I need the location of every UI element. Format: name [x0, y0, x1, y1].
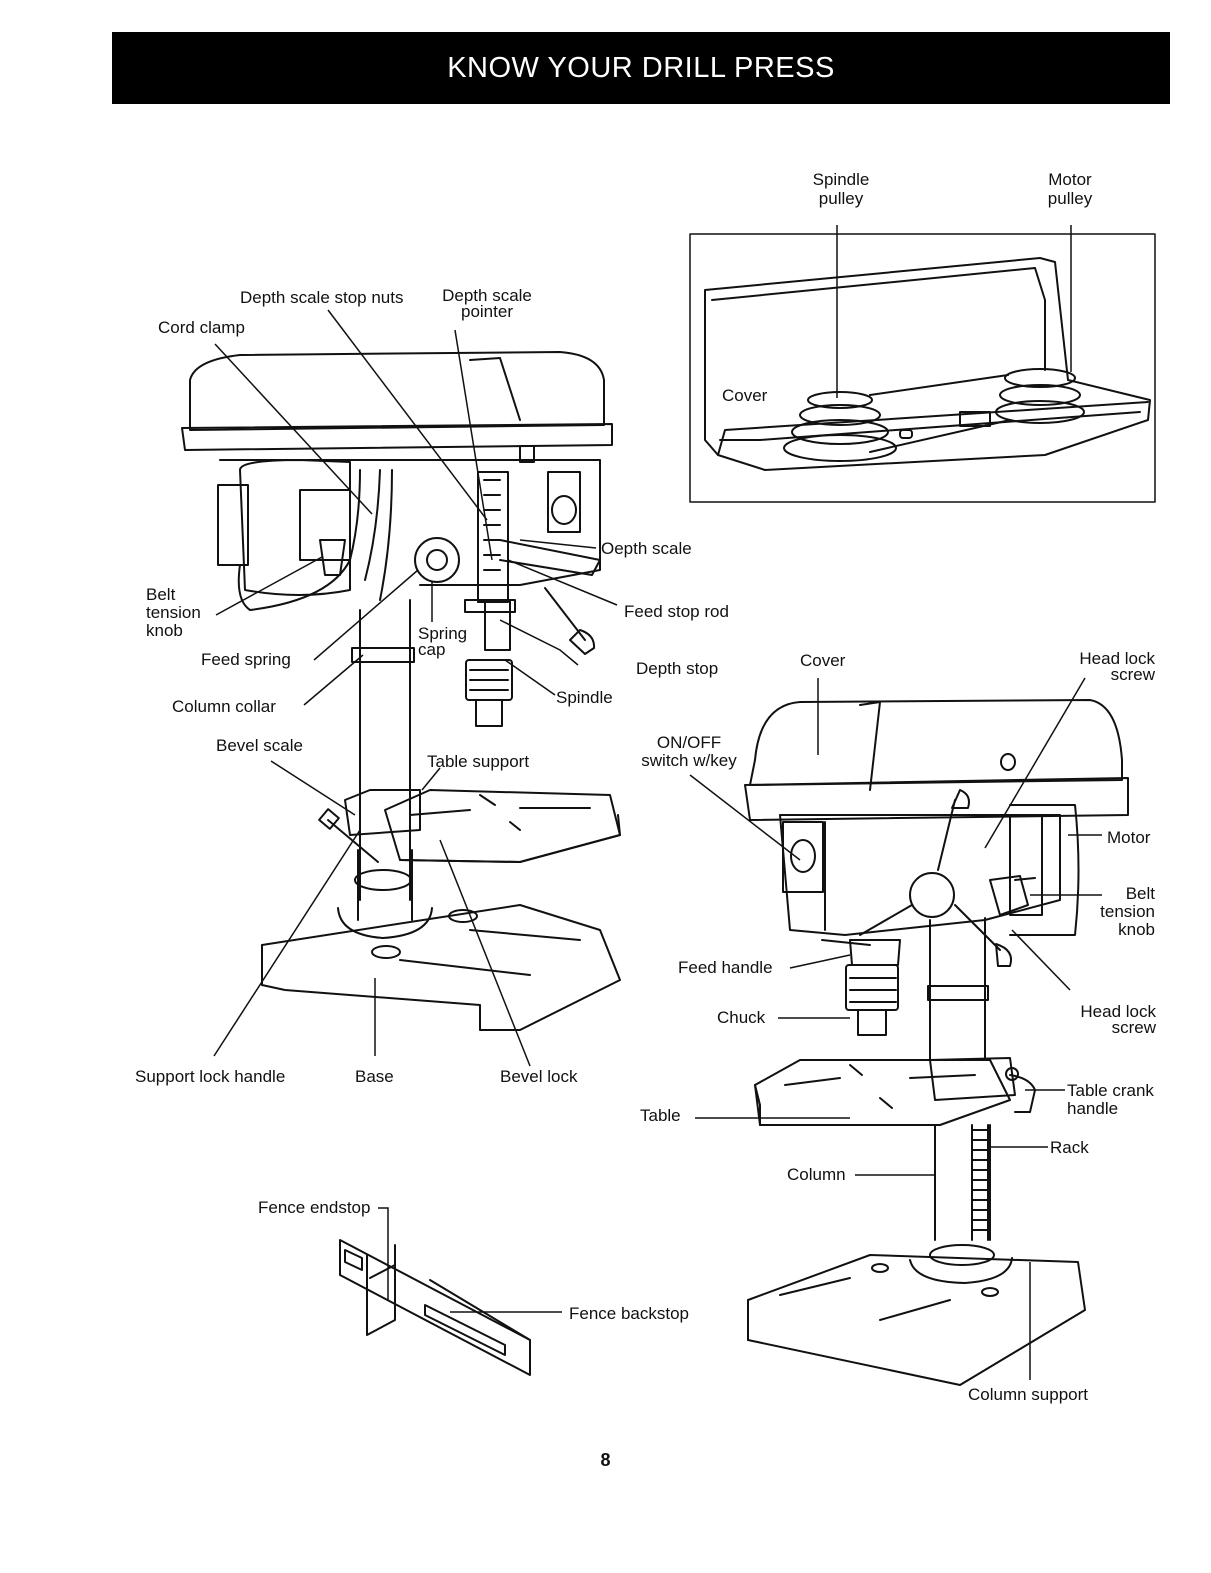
label-support-lock-handle: Support lock handle	[135, 1067, 286, 1086]
label-motor-pulley: Motor pulley	[1047, 170, 1093, 208]
label-base: Base	[355, 1067, 394, 1086]
label-feed-handle: Feed handle	[678, 958, 773, 977]
label-bevel-lock: Bevel lock	[500, 1067, 578, 1086]
label-spring-cap: Spring cap	[418, 624, 468, 659]
label-fence-backstop: Fence backstop	[569, 1304, 690, 1323]
fence-illustration	[339, 1239, 531, 1376]
label-table-crank-handle: Table crank handle	[1067, 1081, 1154, 1118]
leader-lines	[213, 225, 1102, 1380]
label-spindle-pulley: Spindle pulley	[812, 170, 870, 208]
front-drill-press-illustration	[744, 699, 1129, 1386]
label-table-support: Table support	[427, 752, 530, 771]
page-number: 8	[600, 1450, 611, 1470]
label-fence-endstop: Fence endstop	[258, 1198, 371, 1217]
page-title: KNOW YOUR DRILL PRESS	[447, 51, 835, 84]
label-depth-scale-pointer: Depth scale pointer	[442, 286, 532, 321]
label-on-off-switch: ON/OFF switch w/key	[641, 733, 737, 770]
main-drill-press-illustration	[181, 351, 621, 1031]
label-depth-scale: Oepth scale	[601, 539, 692, 558]
label-table: Table	[640, 1106, 681, 1125]
label-spindle: Spindle	[556, 688, 613, 707]
label-motor: Motor	[1107, 828, 1151, 847]
label-column-support: Column support	[968, 1385, 1089, 1404]
label-column-collar: Column collar	[172, 697, 276, 716]
label-cover-inset: Cover	[722, 386, 768, 405]
label-cord-clamp: Cord clamp	[158, 318, 245, 337]
pulley-inset-illustration	[689, 233, 1156, 503]
page-title-banner: KNOW YOUR DRILL PRESS	[112, 32, 1170, 104]
label-head-lock-screw-top: Head lock screw	[1079, 649, 1155, 684]
label-column: Column	[787, 1165, 846, 1184]
label-rack: Rack	[1050, 1138, 1089, 1157]
label-cover-right: Cover	[800, 651, 846, 670]
label-chuck: Chuck	[717, 1008, 766, 1027]
label-feed-stop-rod: Feed stop rod	[624, 602, 729, 621]
label-depth-scale-stop-nuts: Depth scale stop nuts	[240, 288, 404, 307]
label-head-lock-screw-bottom: Head lock screw	[1080, 1002, 1156, 1037]
label-belt-tension-knob-right: Belt tension knob	[1100, 884, 1155, 939]
label-belt-tension-knob-left: Belt tension knob	[146, 585, 201, 640]
label-depth-stop: Depth stop	[636, 659, 719, 678]
label-feed-spring: Feed spring	[201, 650, 291, 669]
label-bevel-scale: Bevel scale	[216, 736, 303, 755]
